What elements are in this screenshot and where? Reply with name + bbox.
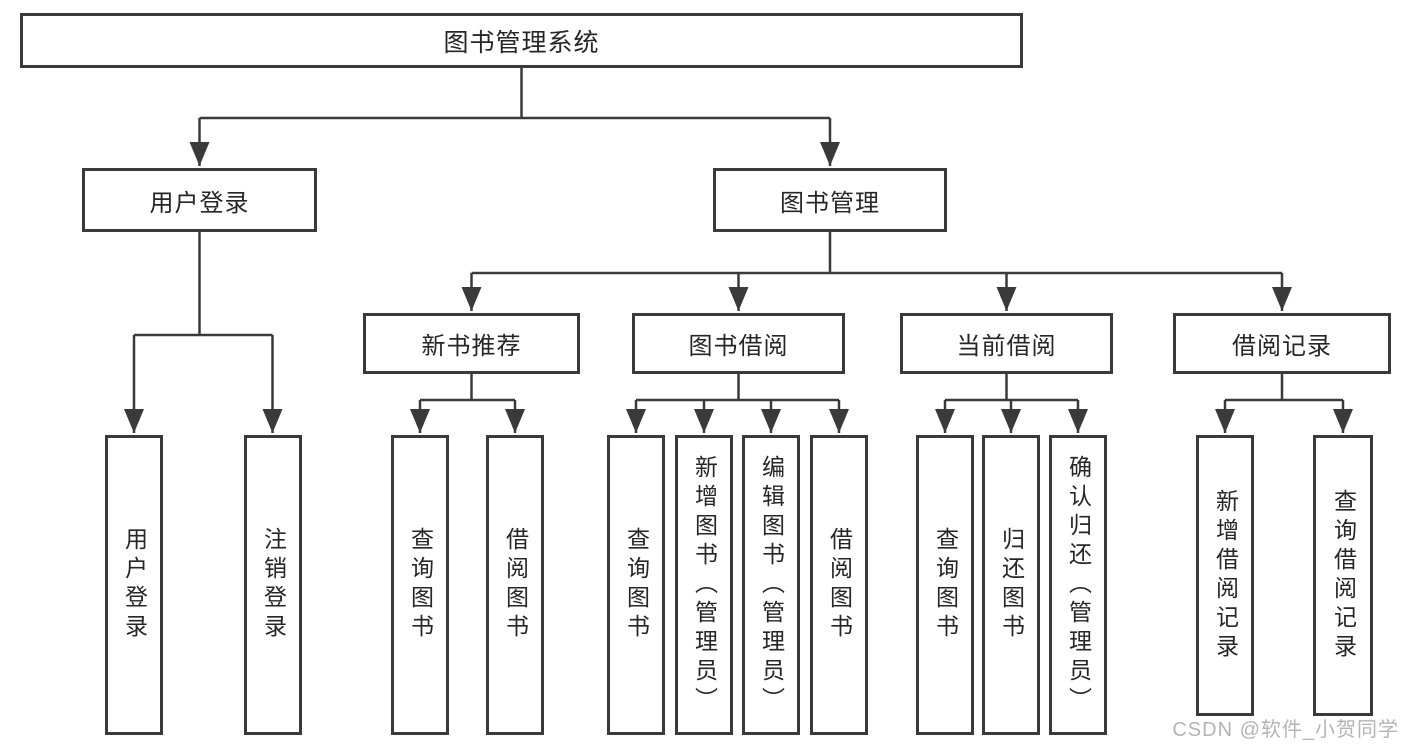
leaf-label: 借阅图书 [826, 527, 853, 643]
node-borrow-records-label: 借阅记录 [1232, 333, 1332, 360]
csdn-watermark: CSDN @软件_小贺同学 [1172, 719, 1399, 741]
node-book-borrowing: 图书借阅 [632, 313, 845, 374]
leaf-return-books: 归还图书 [982, 435, 1040, 735]
leaf-label: 借阅图书 [502, 527, 529, 643]
leaf-label: 查询图书 [932, 527, 959, 643]
leaf-query-borrow-record: 查询借阅记录 [1313, 435, 1373, 716]
node-new-book-recommend-label: 新书推荐 [421, 333, 522, 360]
leaf-label: 查询借阅记录 [1330, 488, 1357, 663]
node-root-label: 图书管理系统 [443, 28, 600, 57]
node-book-management: 图书管理 [713, 168, 947, 232]
leaf-confirm-return-admin: 确认归还（管理员） [1049, 435, 1107, 735]
leaf-query-books-recommend: 查询图书 [391, 435, 449, 735]
leaf-label: 查询图书 [407, 527, 434, 643]
leaf-label: 确认归还（管理员） [1065, 454, 1092, 716]
leaf-user-login: 用户登录 [105, 435, 163, 735]
node-borrow-records: 借阅记录 [1173, 313, 1391, 374]
leaf-label: 编辑图书（管理员） [758, 454, 785, 716]
leaf-borrow-books-recommend: 借阅图书 [486, 435, 544, 735]
leaf-borrow-books-borrowing: 借阅图书 [810, 435, 868, 735]
leaf-query-books-borrowing: 查询图书 [607, 435, 665, 735]
node-new-book-recommend: 新书推荐 [363, 313, 580, 374]
node-current-borrowing: 当前借阅 [900, 313, 1113, 374]
leaf-add-borrow-record: 新增借阅记录 [1196, 435, 1254, 716]
leaf-label: 新增借阅记录 [1212, 488, 1239, 663]
leaf-logout-label: 注销登录 [260, 527, 287, 643]
leaf-label: 归还图书 [998, 527, 1025, 643]
leaf-user-login-label: 用户登录 [121, 527, 148, 643]
node-user-login-label: 用户登录 [149, 189, 250, 217]
leaf-edit-books-admin: 编辑图书（管理员） [742, 435, 800, 735]
leaf-label: 查询图书 [623, 527, 650, 643]
node-current-borrowing-label: 当前借阅 [956, 333, 1057, 360]
node-book-borrowing-label: 图书借阅 [688, 333, 789, 360]
leaf-add-books-admin: 新增图书（管理员） [675, 435, 733, 735]
leaf-logout: 注销登录 [244, 435, 302, 735]
node-root: 图书管理系统 [20, 13, 1023, 68]
leaf-label: 新增图书（管理员） [691, 454, 718, 716]
leaf-query-books-current: 查询图书 [916, 435, 974, 735]
node-user-login: 用户登录 [82, 168, 317, 232]
node-book-management-label: 图书管理 [780, 189, 880, 217]
